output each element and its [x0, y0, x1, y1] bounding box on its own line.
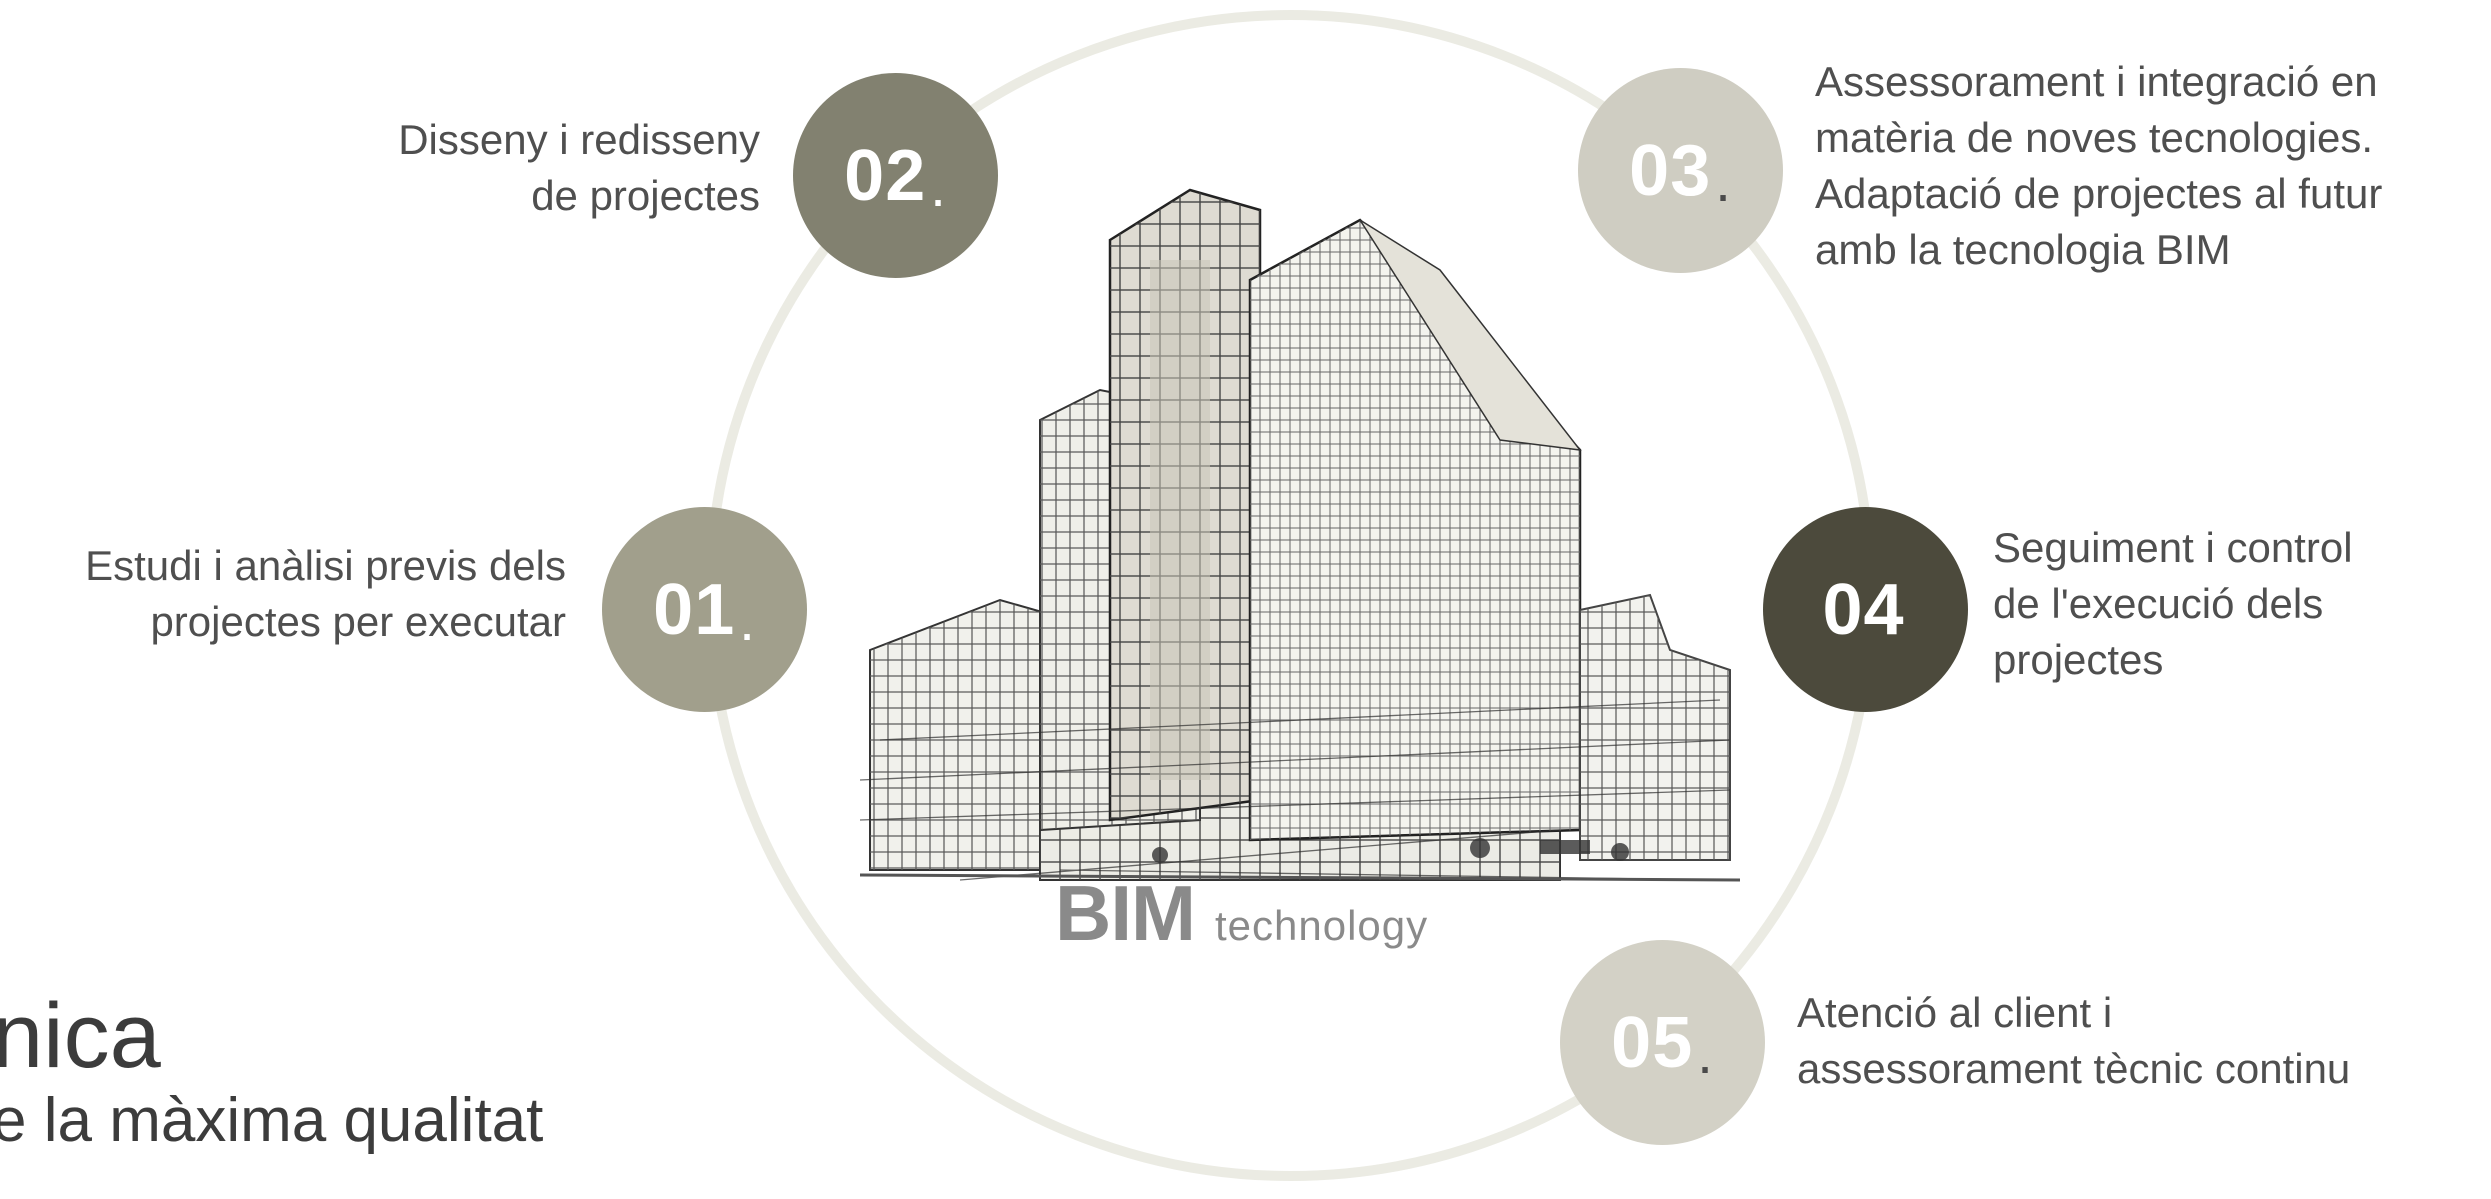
step-03-line: Assessorament i integració en — [1815, 58, 2378, 105]
step-05-line: assessorament tècnic continu — [1797, 1045, 2351, 1092]
step-01-line: Estudi i anàlisi previs dels — [85, 542, 566, 589]
step-05-number: 05 — [1611, 1002, 1694, 1083]
step-03-dot: . — [1715, 150, 1732, 213]
step-02-line: de projectes — [531, 172, 760, 219]
step-03-circle: 03. — [1578, 68, 1783, 273]
step-02-line: Disseny i redisseny — [398, 116, 760, 163]
step-01-number: 01 — [653, 569, 736, 650]
step-01-label: Estudi i anàlisi previs dels projectes p… — [0, 538, 566, 650]
step-02-dot: . — [930, 155, 947, 218]
step-01-circle: 01. — [602, 507, 807, 712]
step-04-label: Seguiment i control de l'execució dels p… — [1993, 520, 2473, 688]
step-02-label: Disseny i redisseny de projectes — [260, 112, 760, 224]
step-04-circle: 04 — [1763, 507, 1968, 712]
step-04-number: 04 — [1822, 569, 1905, 650]
step-02-number: 02 — [844, 135, 927, 216]
bim-technology-caption: BIM technology — [1055, 868, 1428, 959]
partial-heading-title: nica — [0, 985, 161, 1087]
step-02-circle: 02. — [793, 73, 998, 278]
partial-heading-subtitle: e la màxima qualitat — [0, 1086, 544, 1155]
step-03-number: 03 — [1629, 130, 1712, 211]
step-03-line: Adaptació de projectes al futur — [1815, 170, 2383, 217]
step-01-line: projectes per executar — [150, 598, 566, 645]
bim-caption-sub: technology — [1214, 902, 1429, 949]
bim-caption-main: BIM — [1055, 869, 1196, 957]
step-03-line: amb la tecnologia BIM — [1815, 226, 2231, 273]
step-03-line: matèria de noves tecnologies. — [1815, 114, 2373, 161]
step-01-dot: . — [739, 589, 756, 652]
step-04-line: de l'execució dels — [1993, 580, 2324, 627]
step-05-dot: . — [1697, 1022, 1714, 1085]
step-05-label: Atenció al client i assessorament tècnic… — [1797, 985, 2457, 1097]
step-05-circle: 05. — [1560, 940, 1765, 1145]
step-05-line: Atenció al client i — [1797, 989, 2113, 1036]
step-04-line: Seguiment i control — [1993, 524, 2353, 571]
step-04-line: projectes — [1993, 636, 2164, 683]
step-03-label: Assessorament i integració en matèria de… — [1815, 54, 2475, 278]
building-sketch-illustration — [860, 188, 1740, 882]
